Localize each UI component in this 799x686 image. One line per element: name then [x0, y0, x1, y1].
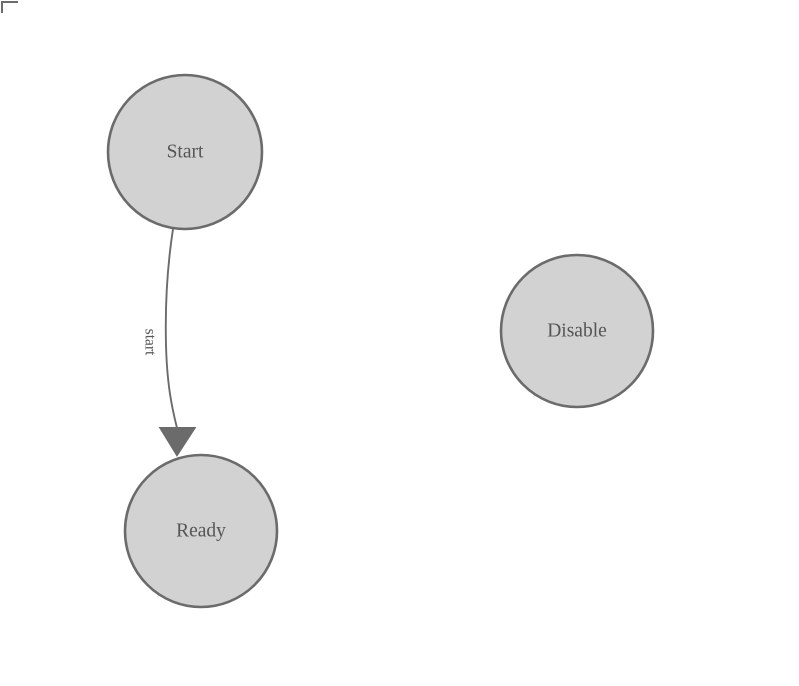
- node-label-ready: Ready: [176, 521, 226, 542]
- node-circle-start[interactable]: [106, 73, 264, 231]
- node-circle-disable[interactable]: [499, 253, 655, 409]
- node-disable[interactable]: Disable: [499, 253, 655, 409]
- node-start[interactable]: Start: [106, 73, 264, 231]
- node-label-start: Start: [167, 142, 204, 163]
- edge-label-start: start: [142, 329, 159, 356]
- node-label-disable: Disable: [547, 321, 607, 342]
- edge-line: [164, 228, 178, 429]
- edge-start-to-ready[interactable]: start: [142, 228, 197, 457]
- node-ready[interactable]: Ready: [123, 453, 279, 609]
- top-left-corner-bracket-icon: [1, 1, 18, 13]
- arrowhead-icon: [158, 427, 197, 457]
- node-circle-ready[interactable]: [123, 453, 279, 609]
